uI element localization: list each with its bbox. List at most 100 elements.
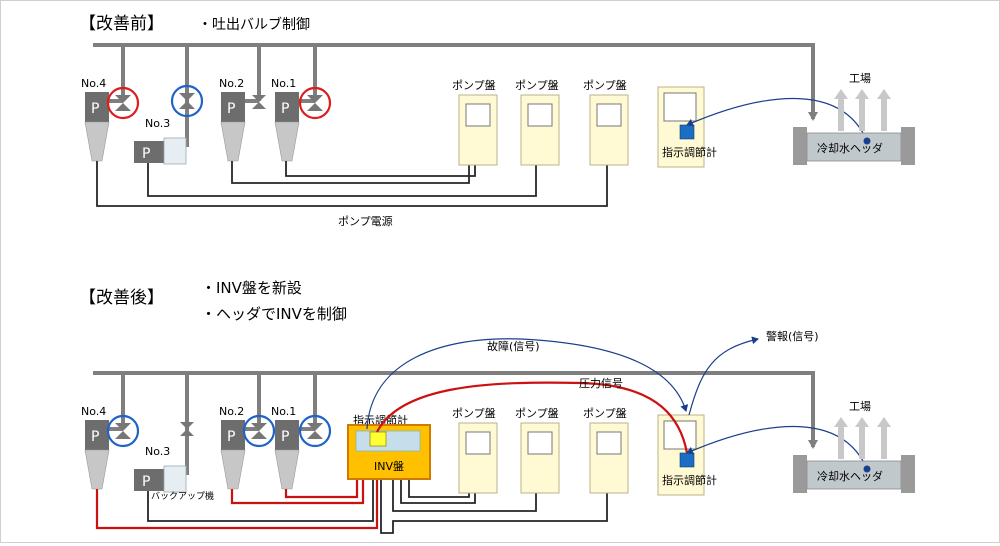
valve-icon bbox=[180, 422, 194, 436]
pump-casing bbox=[84, 449, 110, 490]
pump-body bbox=[275, 92, 299, 122]
panel-screen bbox=[527, 431, 553, 455]
after-bullet-1: ・INV盤を新設 bbox=[201, 279, 302, 297]
pump-label: No.4 bbox=[81, 405, 106, 418]
panel-screen bbox=[596, 431, 622, 455]
controlled-valve-ring bbox=[298, 86, 332, 120]
before-cooling-header: 冷却水ヘッダ 工場 bbox=[793, 72, 915, 165]
sensor-dot bbox=[863, 465, 871, 473]
controller-screen bbox=[663, 92, 697, 122]
before-title: 【改善前】 bbox=[79, 14, 164, 34]
pump-letter: P bbox=[281, 101, 289, 117]
panel-label: ポンプ盤 bbox=[452, 407, 496, 420]
before-bullet: ・吐出バルブ制御 bbox=[198, 16, 310, 33]
header-flange-right bbox=[901, 455, 915, 493]
after-pump-no2: No.2 P bbox=[219, 405, 276, 490]
fault-label: 故障(信号) bbox=[487, 339, 540, 353]
after-bullet-2: ・ヘッダでINVを制御 bbox=[201, 305, 347, 323]
after-section: 【改善後】 ・INV盤を新設 ・ヘッダでINVを制御 No.4 P No.3 P… bbox=[79, 279, 915, 534]
before-pump-panel-3: ポンプ盤 bbox=[583, 79, 629, 166]
controlled-valve-ring bbox=[106, 86, 140, 120]
after-cooling-header: 冷却水ヘッダ 工場 bbox=[793, 400, 915, 493]
factory-label: 工場 bbox=[849, 72, 871, 85]
pump-label: No.3 bbox=[145, 117, 170, 130]
pressure-label: 圧力信号 bbox=[579, 377, 623, 390]
panel-label: ポンプ盤 bbox=[515, 79, 559, 92]
after-signals: 圧力信号 故障(信号) 警報(信号) bbox=[366, 329, 868, 470]
inv-panel-label: INV盤 bbox=[374, 460, 404, 473]
inv-panel: 指示調節計 INV盤 bbox=[347, 413, 431, 480]
valve-icon bbox=[115, 423, 131, 439]
pump-label: No.3 bbox=[145, 445, 170, 458]
after-pump-no3: No.3 P バックアップ機 bbox=[134, 422, 214, 502]
panel-label: ポンプ盤 bbox=[515, 407, 559, 420]
after-pump-no4: No.4 P bbox=[81, 405, 140, 490]
valve-icon bbox=[179, 93, 195, 109]
before-pump-no2: No.2 P bbox=[219, 77, 266, 162]
pump-casing bbox=[220, 449, 246, 490]
pump-label: No.1 bbox=[271, 405, 296, 418]
inv-controller-label: 指示調節計 bbox=[353, 413, 408, 427]
before-section: 【改善前】 ・吐出バルブ制御 No.4 P No.3 P bbox=[79, 14, 915, 228]
valve-icon bbox=[251, 423, 267, 439]
pump-body bbox=[85, 92, 109, 122]
pump-label: No.2 bbox=[219, 77, 244, 90]
open-valve-ring bbox=[298, 414, 332, 448]
header-signal-line bbox=[686, 425, 868, 470]
pump-body bbox=[134, 469, 164, 491]
open-valve-ring bbox=[170, 84, 204, 118]
alarm-label: 警報(信号) bbox=[766, 329, 819, 343]
after-controller: 指示調節計 bbox=[657, 414, 717, 496]
pressure-signal-line bbox=[376, 381, 689, 454]
pump-letter: P bbox=[227, 429, 235, 445]
pump-letter: P bbox=[142, 146, 150, 162]
inv-controller-unit bbox=[369, 431, 387, 447]
after-pump-panel-2: ポンプ盤 bbox=[515, 407, 560, 494]
before-pump-no1: No.1 P bbox=[271, 77, 332, 162]
panel-label: ポンプ盤 bbox=[583, 79, 627, 92]
after-pump-panel-1: ポンプ盤 bbox=[452, 407, 498, 494]
before-controller: 指示調節計 bbox=[657, 86, 868, 168]
motor-icon bbox=[163, 137, 187, 165]
after-power-wiring bbox=[95, 479, 608, 534]
pump-casing bbox=[220, 121, 246, 162]
panel-screen bbox=[596, 103, 622, 127]
valve-icon bbox=[307, 95, 323, 111]
valve-icon bbox=[252, 95, 266, 109]
before-pump-panel-2: ポンプ盤 bbox=[515, 79, 560, 166]
controller-unit bbox=[679, 124, 695, 140]
header-body bbox=[806, 460, 902, 490]
header-flange-left bbox=[793, 127, 807, 165]
pump-body bbox=[221, 420, 245, 450]
factory-label: 工場 bbox=[849, 400, 871, 413]
valve-icon bbox=[307, 423, 323, 439]
pump-casing bbox=[84, 121, 110, 162]
pump-letter: P bbox=[91, 429, 99, 445]
valve-icon bbox=[115, 95, 131, 111]
after-pump-no1: No.1 P bbox=[271, 405, 332, 490]
pump-body bbox=[275, 420, 299, 450]
backup-label: バックアップ機 bbox=[151, 490, 214, 502]
panel-box bbox=[520, 422, 560, 494]
pressure-signal-line bbox=[686, 97, 868, 142]
panel-label: ポンプ盤 bbox=[452, 79, 496, 92]
power-label: ポンプ電源 bbox=[338, 214, 393, 228]
panel-screen bbox=[527, 103, 553, 127]
pump-body bbox=[134, 141, 164, 163]
before-power-wiring bbox=[96, 161, 608, 207]
header-flange-right bbox=[901, 127, 915, 165]
pump-label: No.4 bbox=[81, 77, 106, 90]
pump-letter: P bbox=[142, 474, 150, 490]
controller-label: 指示調節計 bbox=[662, 145, 717, 159]
pump-casing bbox=[274, 121, 300, 162]
header-flange-left bbox=[793, 455, 807, 493]
inv-panel-screen bbox=[355, 430, 421, 452]
after-title: 【改善後】 bbox=[79, 288, 164, 308]
flow-arrows bbox=[834, 417, 891, 459]
alarm-signal-line bbox=[688, 336, 759, 416]
motor-icon bbox=[163, 465, 187, 493]
after-pump-panel-3: ポンプ盤 bbox=[583, 407, 629, 494]
pump-label: No.2 bbox=[219, 405, 244, 418]
before-pump-no3: No.3 P bbox=[134, 84, 204, 165]
